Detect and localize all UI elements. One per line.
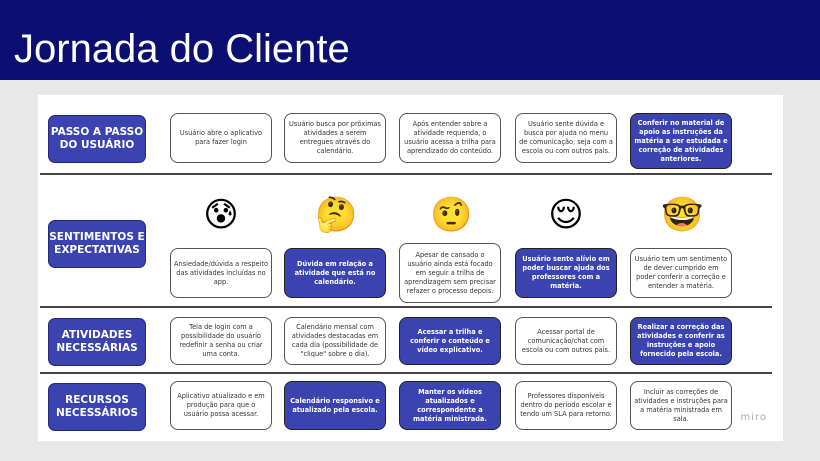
row-divider <box>40 306 772 308</box>
sticky-card[interactable]: Usuário abre o aplicativo para fazer log… <box>170 113 272 163</box>
sticky-card[interactable]: Após entender sobre a atividade requerid… <box>399 113 501 163</box>
sticky-card[interactable]: Dúvida em relação a atividade que está n… <box>284 248 386 298</box>
row-label: SENTIMENTOS E EXPECTATIVAS <box>48 220 146 268</box>
anxious-sweat-emoji-icon: 😰 <box>203 195 239 235</box>
sticky-card[interactable]: Professores disponíveis dentro do períod… <box>515 381 617 430</box>
raised-eyebrow-emoji-icon: 🤨 <box>430 195 473 235</box>
sticky-card[interactable]: Tela de login com a possibilidade do usu… <box>170 317 272 365</box>
row-label: ATIVIDADES NECESSÁRIAS <box>48 318 146 366</box>
row-label: RECURSOS NECESSÁRIOS <box>48 383 146 431</box>
thinking-emoji-icon: 🤔 <box>315 195 358 235</box>
miro-watermark: miro <box>740 412 767 423</box>
row-divider <box>40 173 772 175</box>
page-title: Jornada do Cliente <box>14 27 350 71</box>
sticky-card[interactable]: Incluir as correções de atividades e ins… <box>630 381 732 430</box>
sticky-card[interactable]: Usuário sente alívio em poder buscar aju… <box>515 248 617 298</box>
relieved-emoji-icon: 😌 <box>548 195 584 235</box>
sticky-card[interactable]: Usuário tem um sentimento de dever cumpr… <box>630 248 732 298</box>
sticky-card[interactable]: Apesar de cansado o usuário ainda está f… <box>399 243 501 303</box>
sticky-card[interactable]: Conferir no material de apoio as instruç… <box>630 113 732 169</box>
sticky-card[interactable]: Realizar a correção das atividades e con… <box>630 317 732 365</box>
sticky-card[interactable]: Ansiedade/dúvida a respeito das atividad… <box>170 248 272 298</box>
sticky-card[interactable]: Manter os vídeos atualizados e correspon… <box>399 381 501 430</box>
sticky-card[interactable]: Usuário sente dúvida e busca por ajuda n… <box>515 113 617 163</box>
journey-board: miro PASSO A PASSO DO USUÁRIO Usuário abre… <box>38 95 783 441</box>
sticky-card[interactable]: Calendário mensal com atividades destaca… <box>284 317 386 365</box>
row-label: PASSO A PASSO DO USUÁRIO <box>48 115 146 163</box>
row-divider <box>40 372 772 374</box>
sticky-card[interactable]: Calendário responsivo e atualizado pela … <box>284 381 386 430</box>
sticky-card[interactable]: Aplicativo atualizado e em produção para… <box>170 381 272 430</box>
nerd-emoji-icon: 🤓 <box>661 195 704 235</box>
sticky-card[interactable]: Acessar a trilha e conferir o conteúdo e… <box>399 317 501 365</box>
title-bar: Jornada do Cliente <box>0 0 820 80</box>
sticky-card[interactable]: Acessar portal de comunicação/chat com e… <box>515 317 617 365</box>
sticky-card[interactable]: Usuário busca por próximas atividades a … <box>284 113 386 163</box>
